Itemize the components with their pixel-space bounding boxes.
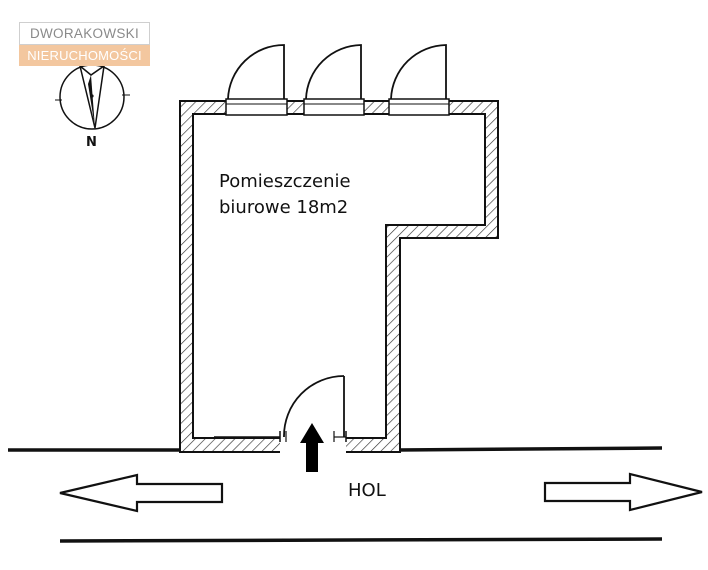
left-arrow-icon xyxy=(59,473,224,513)
corridor-label: HOL xyxy=(348,480,386,501)
company-logo: DWORAKOWSKI NIERUCHOMOŚCI xyxy=(19,22,150,66)
window-middle xyxy=(303,44,365,116)
room-label-line1: Pomieszczenie xyxy=(219,171,351,192)
room-walls xyxy=(179,100,499,453)
right-arrow-icon xyxy=(543,472,703,512)
logo-text-bottom: NIERUCHOMOŚCI xyxy=(19,45,150,66)
logo-text-top: DWORAKOWSKI xyxy=(19,22,150,45)
compass-icon: N xyxy=(55,57,130,150)
entry-arrow-icon xyxy=(300,423,324,472)
corridor-upper-line xyxy=(397,446,663,452)
window-left xyxy=(225,44,288,116)
corridor-lower-line xyxy=(59,537,663,543)
room-label: Pomieszczenie biurowe 18m2 xyxy=(219,169,351,221)
window-right xyxy=(388,44,450,116)
compass-north-label: N xyxy=(86,135,97,150)
room-label-line2: biurowe 18m2 xyxy=(219,197,349,218)
